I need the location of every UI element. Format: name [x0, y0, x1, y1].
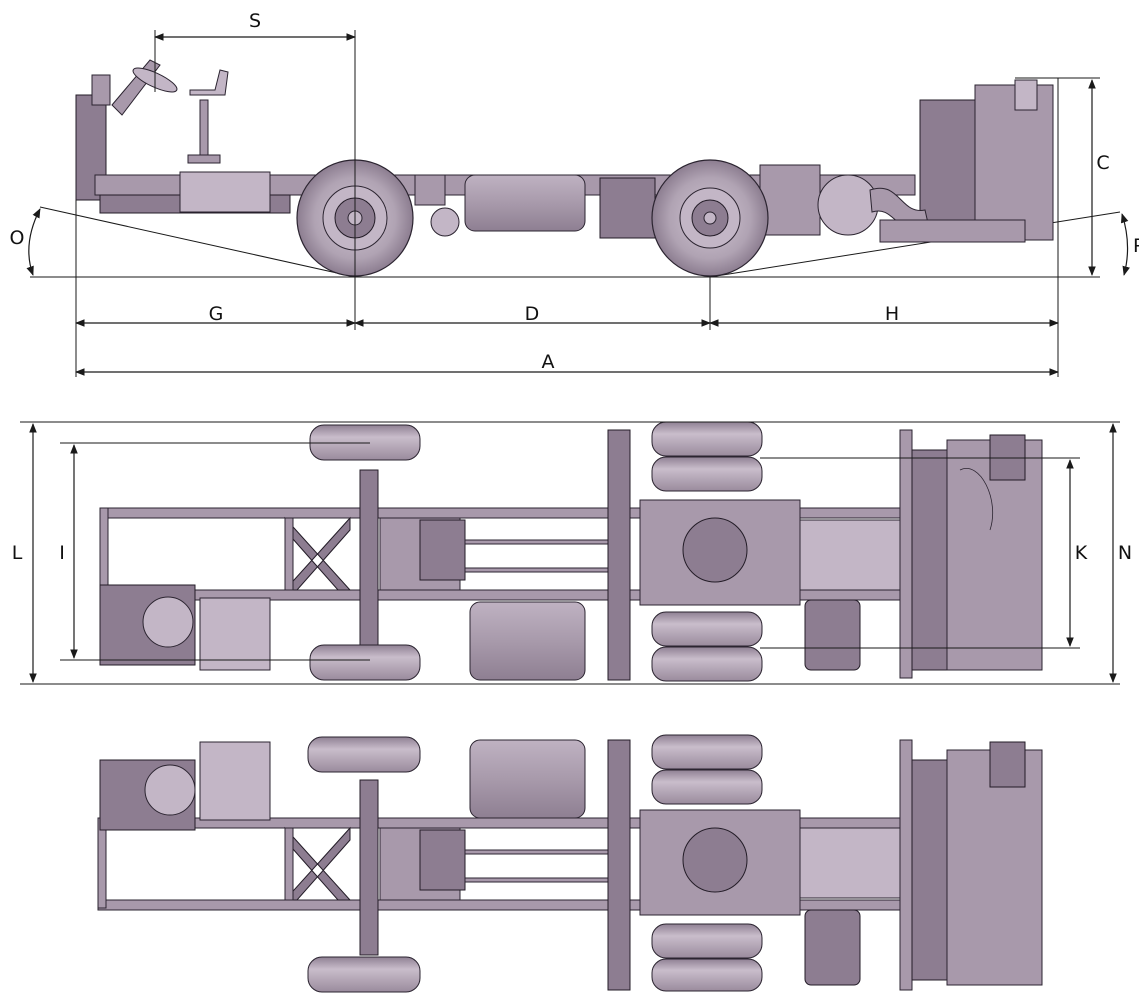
label-c: C: [1096, 152, 1109, 174]
approach-angle-line: [39, 206, 356, 278]
label-l: L: [12, 542, 23, 564]
label-p: P: [1133, 235, 1139, 257]
label-o: O: [10, 227, 25, 249]
bottom-rear-tire-2: [651, 769, 763, 805]
bottom-fuel-tank: [469, 739, 586, 819]
top-radiator-front: [199, 597, 271, 671]
label-d: D: [525, 303, 540, 325]
bottom-rear-tire-4: [651, 958, 763, 992]
label-i: I: [59, 542, 65, 564]
top-rear-tire-3: [651, 611, 763, 647]
label-a: A: [542, 351, 555, 373]
label-n: N: [1118, 542, 1132, 564]
top-rear-tire-4: [651, 646, 763, 682]
label-s: S: [249, 10, 261, 32]
top-rear-tire-2: [651, 456, 763, 492]
top-fuel-tank: [469, 601, 586, 681]
top-front-tire-right: [309, 644, 421, 681]
label-g: G: [209, 303, 224, 325]
label-h: H: [885, 303, 899, 325]
side-rear-wheel: [651, 159, 769, 277]
label-k: K: [1075, 542, 1088, 564]
side-engine-pack: [817, 79, 1054, 243]
bottom-engine-pack: [946, 749, 1043, 986]
bottom-rear-tire-1: [651, 734, 763, 770]
bottom-front-tire-left: [307, 736, 421, 773]
dim-p-arc: [1120, 213, 1130, 276]
bottom-front-tire-right: [307, 956, 421, 993]
top-view: L I K N: [12, 421, 1132, 685]
bottom-rear-tire-3: [651, 923, 763, 959]
side-fuel-tank: [464, 174, 586, 232]
side-view: S G D H A C O P: [10, 10, 1139, 377]
top-rear-tire-1: [651, 421, 763, 457]
bottom-view: [97, 734, 1043, 993]
dim-o-arc: [26, 208, 41, 276]
bottom-radiator-front: [199, 741, 271, 821]
